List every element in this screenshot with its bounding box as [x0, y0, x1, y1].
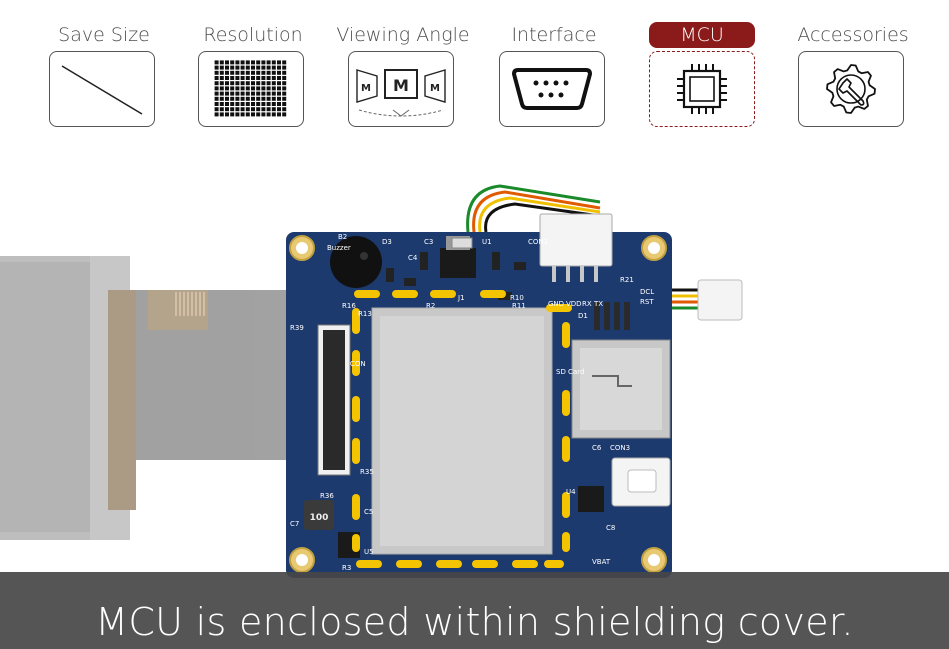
- label-c5: C5: [364, 508, 373, 516]
- tab-interface[interactable]: Interface: [499, 0, 609, 130]
- label-r10: R10: [510, 294, 524, 302]
- label-r2: R2: [426, 302, 435, 310]
- angle-letter-left: M: [361, 83, 371, 94]
- label-rx: RX: [582, 300, 592, 308]
- right-connector: [697, 279, 743, 321]
- tab-save-size[interactable]: Save Size: [49, 0, 159, 130]
- lcd-panel: [0, 256, 290, 540]
- serial-port-icon: [512, 68, 592, 110]
- label-con1: CON1: [528, 238, 548, 246]
- tab-label: Save Size: [58, 24, 150, 46]
- tab-icon-box[interactable]: [798, 51, 904, 127]
- tab-icon-box[interactable]: [649, 51, 755, 127]
- con1-connector: [539, 213, 613, 267]
- label-u5: U5: [364, 548, 374, 556]
- label-r13: R13: [358, 310, 372, 318]
- label-con3: CON3: [610, 444, 630, 452]
- label-d3: D3: [382, 238, 392, 246]
- product-scene: B2 Buzzer D3 C3 U1 CON1 C4 R16 R13 R2 R2…: [0, 140, 949, 580]
- tab-label: Viewing Angle: [336, 24, 470, 46]
- label-c6: C6: [592, 444, 602, 452]
- caption-text: MCU is enclosed within shielding cover.: [95, 600, 854, 644]
- pixel-grid-icon: [214, 60, 287, 117]
- tab-label: Interface: [511, 24, 597, 46]
- diagonal-line-icon: [61, 65, 143, 115]
- label-c4: C4: [408, 254, 418, 262]
- top-cable: [466, 184, 601, 233]
- label-r11: R11: [512, 302, 526, 310]
- inductor-marking: 100: [310, 513, 329, 523]
- label-rst: RST: [640, 298, 654, 306]
- label-u4: U4: [566, 488, 576, 496]
- viewing-angle-icon: M M M: [356, 69, 446, 117]
- label-c8: C8: [606, 524, 615, 532]
- label-r36: R36: [320, 492, 334, 500]
- tab-label-active: MCU: [649, 22, 755, 48]
- tab-label: Resolution: [203, 24, 303, 46]
- tab-resolution[interactable]: Resolution: [198, 0, 308, 130]
- angle-letter-center: M: [393, 76, 409, 95]
- label-tx: TX: [593, 300, 603, 308]
- label-b2: B2: [338, 233, 347, 241]
- gear-wrench-icon: [826, 64, 876, 114]
- buzzer: [330, 236, 382, 288]
- tab-viewing-angle[interactable]: Viewing Angle M M M: [336, 0, 470, 130]
- label-d1: D1: [578, 312, 588, 320]
- tab-icon-box[interactable]: [499, 51, 605, 127]
- label-r16: R16: [342, 302, 356, 310]
- label-buzzer: Buzzer: [327, 244, 351, 252]
- label-r35: R35: [360, 468, 374, 476]
- tab-icon-box[interactable]: [198, 51, 304, 127]
- tab-accessories[interactable]: Accessories: [797, 0, 909, 130]
- label-c3: C3: [424, 238, 433, 246]
- label-r21: R21: [620, 276, 634, 284]
- tab-icon-box[interactable]: M M M: [348, 51, 454, 127]
- tab-icon-box[interactable]: [49, 51, 155, 127]
- label-gnd: GND: [548, 300, 564, 308]
- label-r3: R3: [342, 564, 351, 572]
- inductor: [304, 500, 334, 530]
- mcu-highlight: [352, 290, 572, 568]
- label-vbat: VBAT: [592, 558, 611, 566]
- label-dcl: DCL: [640, 288, 654, 296]
- label-sd-card: SD Card: [556, 368, 584, 376]
- label-u1: U1: [482, 238, 492, 246]
- feature-tab-bar: Save Size Resolution Viewing Angle M M M: [0, 0, 949, 140]
- label-j1: J1: [457, 294, 465, 302]
- label-con: CON: [350, 360, 366, 368]
- angle-letter-right: M: [430, 83, 440, 94]
- display-module-illustration: B2 Buzzer D3 C3 U1 CON1 C4 R16 R13 R2 R2…: [0, 184, 743, 578]
- caption-bar: MCU is enclosed within shielding cover.: [0, 572, 949, 649]
- chip-icon: [677, 64, 727, 114]
- label-c7: C7: [290, 520, 299, 528]
- label-r39: R39: [290, 324, 304, 332]
- tab-label: Accessories: [797, 24, 909, 46]
- label-vdd: VDD: [566, 300, 582, 308]
- tab-mcu[interactable]: MCU: [649, 0, 759, 130]
